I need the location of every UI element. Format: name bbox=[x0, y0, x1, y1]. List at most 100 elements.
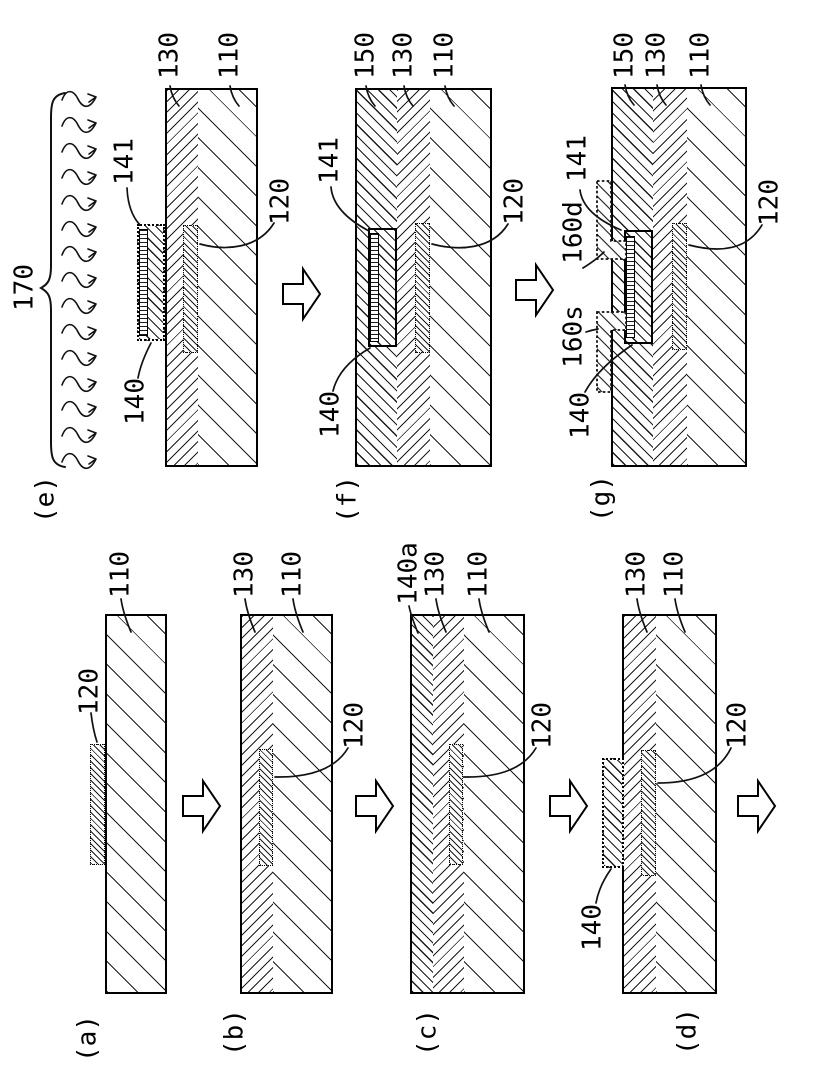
layer-130-insulator bbox=[624, 616, 658, 992]
leader-a-120 bbox=[90, 712, 98, 743]
leader-c-140a bbox=[408, 605, 419, 634]
stack-b bbox=[240, 614, 333, 994]
panel-tag-a: (a) bbox=[72, 1015, 103, 1062]
semiconductor-island-140 bbox=[368, 228, 397, 347]
label-141: 141 bbox=[109, 138, 140, 185]
label-160s: 160s bbox=[558, 305, 589, 368]
crystallized-layer-141 bbox=[626, 236, 635, 338]
layer-110-substrate bbox=[273, 616, 331, 992]
label-120: 120 bbox=[499, 178, 530, 225]
leader-c-110 bbox=[478, 598, 490, 633]
crystallized-layer-141 bbox=[370, 233, 379, 342]
label-140a: 140a bbox=[393, 542, 424, 605]
label-110: 110 bbox=[429, 32, 460, 79]
leader-f-150 bbox=[365, 85, 376, 107]
leader-f-140 bbox=[332, 347, 371, 392]
layer-110-substrate bbox=[464, 616, 523, 992]
leader-b-120 bbox=[274, 747, 349, 778]
step-arrow-c-to-d-icon bbox=[549, 780, 588, 832]
gate-electrode-120 bbox=[672, 223, 687, 350]
leader-d-120 bbox=[657, 747, 732, 784]
layer-110-substrate bbox=[687, 89, 745, 465]
gate-electrode-120 bbox=[641, 750, 656, 876]
layer-130-insulator bbox=[397, 90, 432, 465]
leader-d-130 bbox=[636, 598, 648, 633]
brace-170-icon bbox=[38, 92, 66, 468]
leader-g-120 bbox=[688, 224, 763, 250]
label-140: 140 bbox=[315, 391, 346, 438]
leader-b-110 bbox=[292, 598, 304, 633]
layer-130-insulator bbox=[433, 616, 466, 992]
leader-g-130 bbox=[656, 84, 667, 106]
semiconductor-island-140 bbox=[137, 224, 165, 341]
label-120: 120 bbox=[722, 702, 753, 749]
semiconductor-island-140 bbox=[624, 230, 653, 344]
layer-110-substrate bbox=[198, 90, 256, 465]
leader-a-110 bbox=[120, 598, 132, 633]
drain-electrode-160d bbox=[596, 180, 627, 260]
leader-g-160s bbox=[585, 328, 599, 333]
label-140: 140 bbox=[565, 392, 596, 439]
gate-electrode-120 bbox=[259, 749, 273, 866]
step-arrow-f-to-g-icon bbox=[515, 264, 554, 316]
label-120: 120 bbox=[754, 179, 785, 226]
label-140: 140 bbox=[120, 378, 151, 425]
layer-150-passivation bbox=[613, 89, 655, 465]
label-150: 150 bbox=[350, 32, 381, 79]
step-arrow-d-to-e-icon bbox=[737, 780, 776, 832]
stack-d bbox=[622, 614, 717, 994]
label-110: 110 bbox=[277, 551, 308, 598]
label-110: 110 bbox=[685, 32, 716, 79]
gate-electrode-120 bbox=[183, 225, 198, 353]
leader-g-140 bbox=[584, 344, 633, 393]
label-160d: 160d bbox=[558, 201, 589, 264]
panel-tag-e: (e) bbox=[30, 476, 61, 523]
layer-130-insulator bbox=[653, 89, 689, 465]
leader-g-150 bbox=[624, 84, 635, 106]
label-120: 120 bbox=[74, 668, 105, 715]
label-170: 170 bbox=[9, 264, 40, 311]
leader-f-110 bbox=[444, 85, 455, 107]
leader-d-140 bbox=[595, 868, 612, 904]
leader-e-120 bbox=[199, 222, 275, 249]
panel-tag-b: (b) bbox=[219, 1009, 250, 1056]
leader-d-110 bbox=[674, 598, 686, 633]
layer-110-substrate bbox=[430, 90, 490, 465]
label-120: 120 bbox=[265, 178, 296, 225]
crystallized-layer-141 bbox=[139, 229, 148, 336]
leader-lines bbox=[90, 84, 763, 904]
layer-130-insulator bbox=[167, 90, 200, 465]
label-120: 120 bbox=[527, 702, 558, 749]
panel-tag-g: (g) bbox=[586, 475, 617, 522]
label-130: 130 bbox=[641, 32, 672, 79]
step-arrow-a-to-b-icon bbox=[182, 780, 221, 832]
leader-f-120 bbox=[431, 223, 509, 249]
layer-130-insulator bbox=[242, 616, 275, 992]
label-130: 130 bbox=[388, 32, 419, 79]
leader-c-130 bbox=[435, 598, 447, 633]
label-130: 130 bbox=[420, 551, 451, 598]
layer-150-passivation bbox=[357, 90, 399, 465]
leader-f-130 bbox=[403, 85, 414, 107]
leader-e-130 bbox=[169, 85, 180, 107]
leader-f-141 bbox=[330, 186, 370, 232]
label-120: 120 bbox=[339, 702, 370, 749]
leader-b-130 bbox=[244, 598, 256, 633]
label-110: 110 bbox=[214, 32, 245, 79]
semiconductor-island-140 bbox=[602, 758, 624, 868]
stack-f bbox=[355, 88, 492, 467]
leader-g-110 bbox=[700, 84, 711, 106]
leader-e-141 bbox=[126, 187, 141, 226]
layer-140a-precursor-film bbox=[412, 616, 435, 992]
label-110: 110 bbox=[463, 551, 494, 598]
layer-110-substrate bbox=[656, 616, 715, 992]
label-130: 130 bbox=[621, 551, 652, 598]
label-110: 110 bbox=[659, 551, 690, 598]
